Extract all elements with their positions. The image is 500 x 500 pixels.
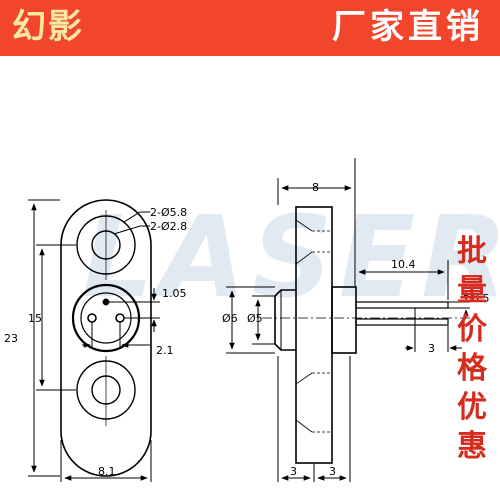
side-view bbox=[262, 206, 470, 464]
label-lead-tail: 3 bbox=[428, 342, 435, 355]
label-hole-large: 2-Ø5.8 bbox=[150, 206, 187, 219]
promo-char: 价 bbox=[457, 312, 487, 347]
label-lead-diameter: 0.5 bbox=[472, 292, 490, 305]
side-view-dimensions bbox=[226, 158, 470, 482]
label-shoulder-diameter: Ø6 bbox=[222, 312, 238, 325]
front-view-labels: 2-Ø5.8 2-Ø2.8 23 15 1.05 2.1 8.1 bbox=[4, 206, 187, 478]
label-width: 8.1 bbox=[98, 465, 116, 478]
brand-name: 幻影 bbox=[12, 7, 84, 47]
label-pin-pitch: 2.1 bbox=[156, 344, 174, 357]
top-banner: 幻影 厂家直销 bbox=[0, 0, 500, 56]
promo-char: 批 bbox=[457, 234, 487, 269]
label-height: 23 bbox=[4, 332, 18, 345]
promo-char: 惠 bbox=[457, 429, 487, 464]
label-body-diameter: Ø5 bbox=[247, 312, 263, 325]
label-base-left: 3 bbox=[290, 465, 297, 478]
label-lead-length: 10.4 bbox=[391, 258, 416, 271]
laser-can-body bbox=[274, 289, 296, 351]
promo-char: 优 bbox=[457, 390, 487, 425]
lead-bottom bbox=[355, 318, 449, 326]
promo-char: 格 bbox=[457, 351, 487, 386]
side-view-labels: 8 Ø6 Ø5 10.4 0.5 3 3 3 bbox=[222, 181, 490, 478]
label-flange-width: 8 bbox=[312, 181, 319, 194]
label-hole-spacing: 15 bbox=[28, 312, 42, 325]
label-pin-gap: 1.05 bbox=[162, 287, 187, 300]
promo-char: 量 bbox=[457, 273, 487, 308]
label-base-right: 3 bbox=[329, 465, 336, 478]
slogan-factory-direct: 厂家直销 bbox=[332, 7, 484, 47]
front-view-dimensions bbox=[28, 199, 160, 482]
promo-bulk-discount: 批 量 价 格 优 惠 bbox=[452, 232, 492, 466]
technical-drawing: LASER bbox=[4, 158, 500, 482]
label-hole-small: 2-Ø2.8 bbox=[150, 220, 187, 233]
lead-top bbox=[355, 301, 449, 309]
